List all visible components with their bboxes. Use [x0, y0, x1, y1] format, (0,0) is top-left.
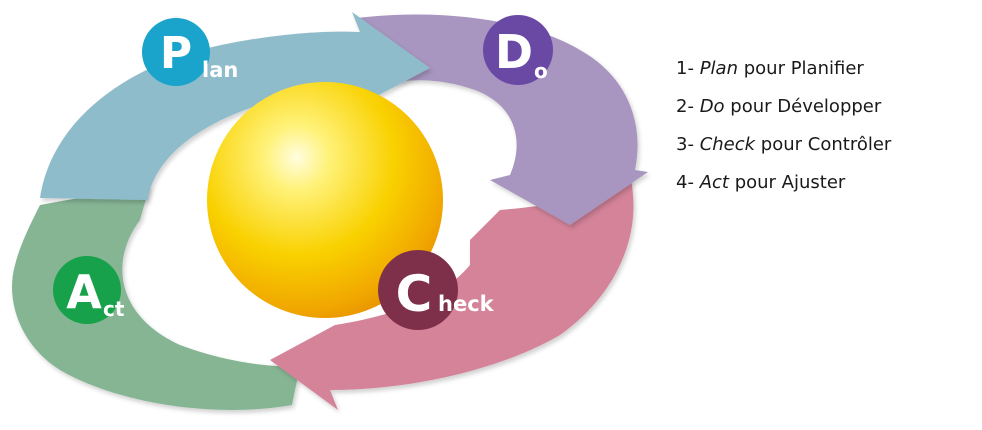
legend-description: pour Planifier [744, 58, 864, 79]
legend-number: 3- [676, 134, 694, 155]
legend-number: 1- [676, 58, 694, 79]
act-badge-rest: ct [103, 297, 125, 321]
legend-description: pour Ajuster [735, 172, 846, 193]
legend-term: Do [700, 96, 725, 117]
check-badge-rest: heck [438, 292, 495, 316]
legend-term: Check [700, 134, 755, 155]
legend-number: 4- [676, 172, 694, 193]
legend-item: 4- Act pour Ajuster [676, 164, 891, 202]
check-badge-letter: C [396, 265, 433, 323]
legend-description: pour Développer [730, 96, 881, 117]
legend-term: Act [700, 172, 729, 193]
legend-item: 2- Do pour Développer [676, 88, 891, 126]
plan-badge-letter: P [160, 28, 192, 79]
legend-item: 3- Check pour Contrôler [676, 126, 891, 164]
legend-item: 1- Plan pour Planifier [676, 50, 891, 88]
do-badge-rest: o [534, 59, 548, 83]
do-badge: D o [483, 15, 553, 85]
do-badge-letter: D [495, 25, 533, 79]
plan-badge-rest: lan [202, 58, 238, 82]
legend-term: Plan [700, 58, 738, 79]
act-badge-letter: A [66, 265, 102, 319]
legend-number: 2- [676, 96, 694, 117]
legend-description: pour Contrôler [761, 134, 892, 155]
legend-list: 1- Plan pour Planifier 2- Do pour Dévelo… [676, 50, 891, 202]
